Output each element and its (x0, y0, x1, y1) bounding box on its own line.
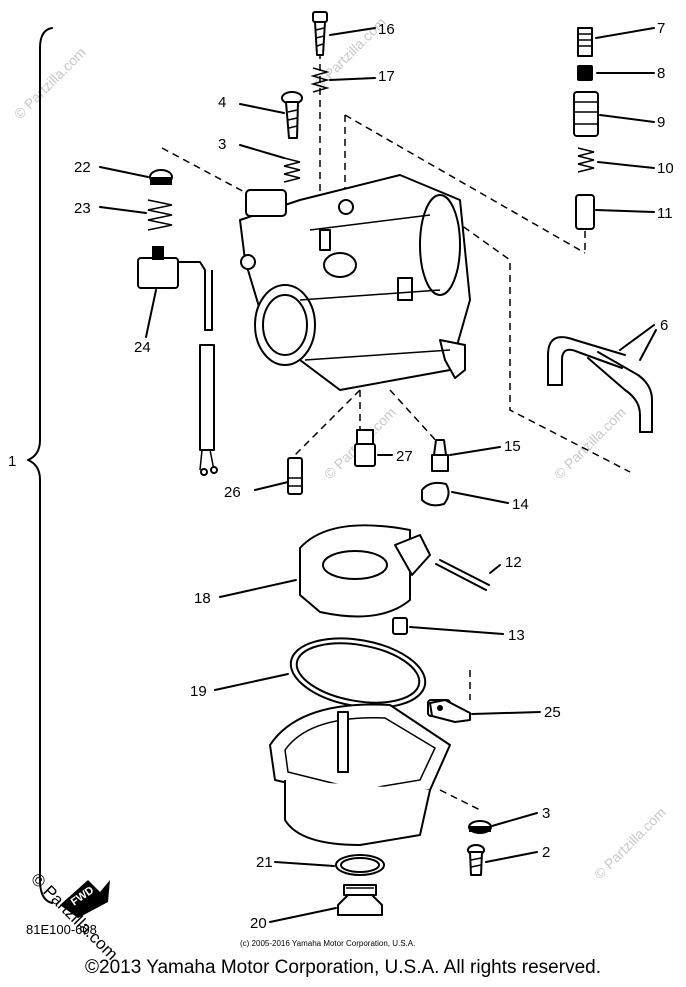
part-5-screw (281, 91, 303, 139)
part-label-21: 21 (256, 854, 273, 871)
part-label-18: 18 (194, 590, 211, 607)
drawing-code: 81E100-608 (26, 922, 97, 937)
assembly-brace: 1 (8, 27, 53, 904)
fwd-arrow: FWD (60, 880, 110, 918)
leader-lines (99, 27, 657, 923)
alignment-lines (161, 40, 631, 811)
part-label-14: 14 (512, 496, 529, 513)
part-9-holder (573, 91, 599, 137)
part-label-7: 7 (657, 20, 665, 37)
part-27-jet (354, 429, 376, 467)
part-6-hose (547, 336, 653, 433)
assembly-label: 1 (8, 453, 16, 470)
part-label-25: 25 (544, 704, 561, 721)
part-label-23: 23 (74, 200, 91, 217)
part-label-26: 26 (224, 484, 241, 501)
part-15-needle-valve (431, 439, 449, 472)
part-21-gasket (335, 854, 385, 876)
part-22-cap (149, 169, 173, 185)
part-label-12: 12 (505, 554, 522, 571)
part-label-8: 8 (657, 65, 665, 82)
part-label-17: 17 (378, 68, 395, 85)
part-2-screw (467, 844, 485, 876)
part-label-15: 15 (504, 438, 521, 455)
part-10-spring (577, 147, 595, 173)
watermark: © Partzilla.com (551, 404, 629, 482)
float-bowl (269, 699, 451, 846)
part-label-11: 11 (657, 205, 673, 222)
part-11-plunger (575, 194, 595, 230)
part-16-screw (312, 11, 328, 56)
watermark: © Partzilla.com (11, 44, 89, 122)
part-24-plunger (137, 246, 218, 476)
part-label-5: 4 (218, 94, 226, 111)
part-8-nut (577, 65, 593, 81)
part-17-spring (310, 67, 330, 93)
part-20-drain-plug (337, 884, 383, 916)
part-4-spring (283, 157, 301, 183)
part-18-float (299, 524, 431, 618)
part-labels: 16 17 4 3 22 23 24 7 8 9 10 11 6 27 15 1… (74, 20, 674, 932)
part-25-bracket (429, 699, 471, 723)
part-label-4: 3 (218, 136, 226, 153)
part-label-16: 16 (378, 21, 395, 38)
part-label-13: 13 (508, 627, 525, 644)
part-label-2: 2 (542, 844, 550, 861)
copyright-notice: ©2013 Yamaha Motor Corporation, U.S.A. A… (85, 957, 601, 978)
part-label-3: 3 (542, 805, 550, 822)
part-3-washer (468, 820, 492, 834)
watermark: © Partzilla.com (591, 804, 669, 882)
part-26-jet (287, 457, 303, 495)
part-label-22: 22 (74, 159, 91, 176)
part-label-6: 6 (660, 317, 668, 334)
part-12-pin (435, 559, 490, 591)
part-label-19: 19 (190, 683, 207, 700)
fine-print: (c) 2005-2016 Yamaha Motor Corporation, … (240, 939, 415, 948)
part-label-20: 20 (250, 915, 267, 932)
part-label-24: 24 (134, 339, 151, 356)
part-14-clip (421, 481, 450, 507)
part-label-10: 10 (657, 160, 674, 177)
part-13-jet (392, 617, 408, 635)
part-7-screw (577, 27, 593, 57)
part-label-27: 27 (396, 448, 413, 465)
part-label-9: 9 (657, 114, 665, 131)
part-23-spring (147, 199, 173, 231)
carburetor-body (239, 174, 471, 391)
